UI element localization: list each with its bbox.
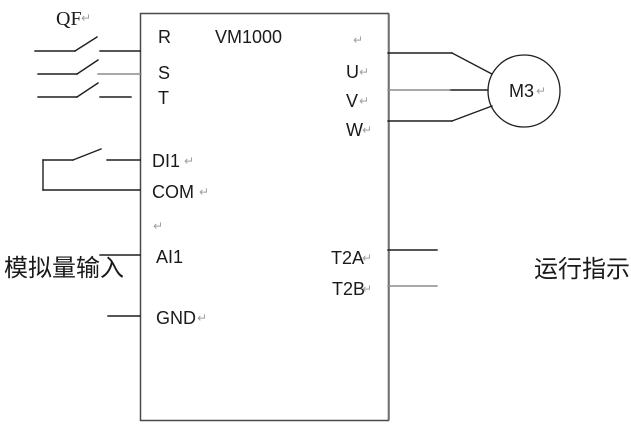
terminal-t2b-label: T2B [332, 279, 365, 299]
terminal-ai1-label: AI1 [156, 247, 183, 267]
analog-input-annotation: 模拟量输入 [4, 255, 124, 282]
terminal-t2a-label: T2A [331, 248, 364, 268]
terminal-v-label: V [346, 91, 358, 111]
breaker-label: QF [56, 8, 82, 30]
breaker-blade-r [74, 36, 98, 52]
terminal-di1-label: DI1 [152, 151, 180, 171]
terminal-u-label: U [346, 62, 359, 82]
wire-u-slant [451, 52, 493, 75]
terminal-com-label: COM [152, 182, 194, 202]
pilcrow-standalone: ↵ [153, 219, 163, 233]
pilcrow-after-gnd: ↵ [197, 311, 207, 325]
pilcrow-after-w: ↵ [362, 123, 372, 137]
run-indicator-annotation: 运行指示 [534, 256, 630, 283]
breaker-blade-s [76, 59, 99, 75]
pilcrow-after-com: ↵ [199, 185, 209, 199]
device-model-label: VM1000 [215, 27, 282, 47]
terminal-t-label: T [158, 88, 169, 108]
pilcrow-after-u: ↵ [359, 65, 369, 79]
breaker-blade-t [76, 82, 99, 98]
pilcrow-after-m3: ↵ [536, 84, 546, 98]
terminal-gnd-label: GND [156, 308, 196, 328]
wires-gray [97, 73, 451, 287]
wires-black [34, 36, 493, 317]
pilcrow-after-t2b: ↵ [362, 282, 372, 296]
pilcrow-after-qf: ↵ [81, 11, 91, 25]
labels: QF R VM1000 S T DI1 COM AI1 GND U V W T2… [4, 8, 630, 328]
wire-w-slant [451, 105, 493, 122]
switch-blade-di1 [72, 148, 102, 161]
motor-circle [487, 54, 561, 128]
pilcrow-after-di1: ↵ [184, 154, 194, 168]
terminal-r-label: R [158, 27, 171, 47]
terminal-s-label: S [158, 63, 170, 83]
terminal-w-label: W [346, 120, 363, 140]
pilcrow-marks: ↵ ↵ ↵ ↵ ↵ ↵ ↵ ↵ ↵ ↵ ↵ ↵ [81, 11, 546, 325]
motor-label: M3 [509, 81, 534, 101]
pilcrow-box-top: ↵ [353, 33, 363, 47]
pilcrow-after-v: ↵ [359, 94, 369, 108]
pilcrow-after-t2a: ↵ [362, 251, 372, 265]
